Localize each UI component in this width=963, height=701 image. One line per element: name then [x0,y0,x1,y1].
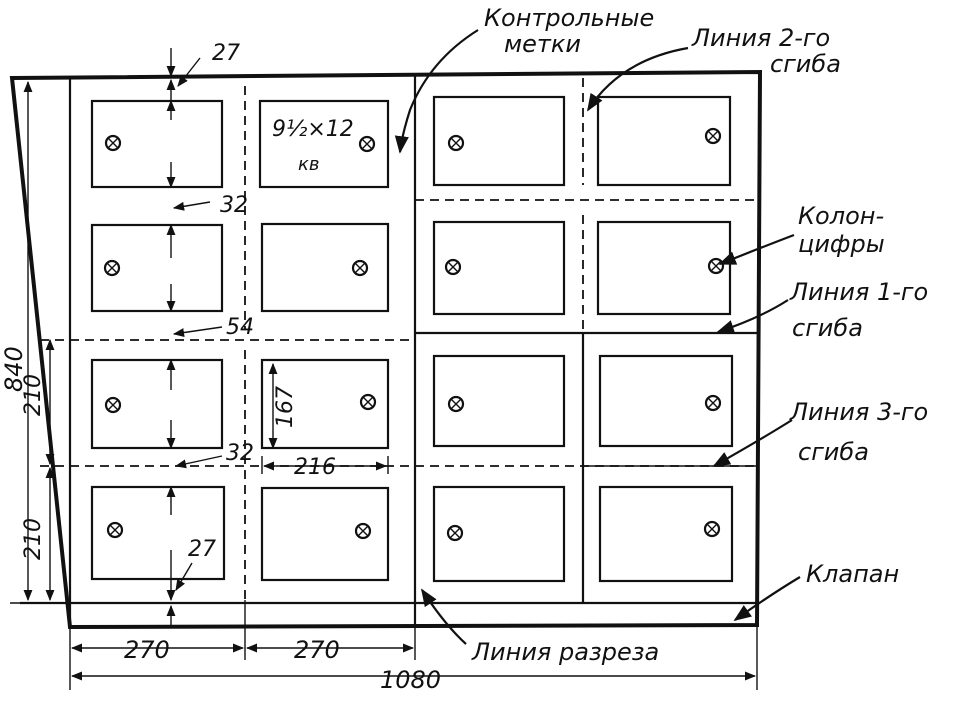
page-format-label-1: 9½×12 [272,117,354,142]
page [260,486,390,582]
left-dimension-chain [10,80,70,604]
folio-marker-icon [354,522,372,540]
dimension-values: 27 32 54 32 27 216 167 210 210 840 270 2… [0,41,441,694]
page-numbers-label-1: Колон- [798,202,884,230]
dim-sheet-height: 840 [0,346,28,392]
folio-marker-icon [447,134,465,152]
control-marks-label-2: метки [504,30,581,58]
fold1-label-1: Линия 1-го [789,278,928,306]
page [258,99,390,189]
folio-marker-icon [446,524,464,542]
bottom-dimension-chain [69,600,758,690]
fold2-label-1: Линия 2-го [691,24,830,52]
dim-sheet-width: 1080 [380,666,441,694]
folio-marker-icon [704,127,722,145]
fold3-label-1: Линия 3-го [789,398,928,426]
callout-labels: Контрольные метки Линия 2-го сгиба Колон… [272,4,928,666]
page [598,354,734,448]
dim-gap-row-3-4: 32 [226,441,254,466]
page [432,220,566,316]
dim-row-height-lower: 210 [21,518,46,560]
folio-marker-icon [104,134,122,152]
folio-marker-icon [359,393,377,411]
gap-dimension-arrows [166,48,223,625]
page [432,354,566,448]
folio-marker-icon [444,258,462,276]
cut-line-label: Линия разреза [471,638,659,666]
page [90,223,224,313]
page [432,95,566,187]
page-format-label-2: кв [298,154,319,175]
folio-marker-icon [351,259,369,277]
page [90,358,224,450]
folio-marker-icon [358,135,376,153]
fold3-label-2: сгиба [798,438,869,466]
page [596,95,732,187]
dim-column-width-2: 270 [294,636,340,664]
callout-leaders [394,29,801,645]
page-grid-left [90,99,390,582]
dim-gap-row-2-3: 54 [226,315,254,340]
dim-page-width: 216 [294,455,336,480]
folio-marker-icon [104,396,122,414]
page [260,222,390,313]
folio-marker-icon [703,520,721,538]
dim-page-height: 167 [273,386,298,428]
dim-margin-bottom: 27 [188,537,216,562]
dim-gap-row-1-2: 32 [220,193,248,218]
page-grid-right [432,95,734,583]
page-numbers-label-2: цифры [798,230,885,258]
fold-lines [40,78,757,603]
folio-marker-icon [447,395,465,413]
page [90,485,226,581]
page [432,485,566,583]
folio-markers [103,127,725,542]
page [90,99,224,189]
page-dimension-lines [261,362,389,474]
flap-label: Клапан [806,560,899,588]
dim-column-width-1: 270 [124,636,170,664]
page [598,485,734,583]
fold1-label-2: сгиба [792,314,863,342]
sheet-outline [9,69,763,630]
folio-marker-icon [103,259,121,277]
page [596,220,732,316]
page [260,358,390,450]
control-marks-label-1: Контрольные [484,4,654,32]
dim-margin-top: 27 [212,41,240,66]
folio-marker-icon [707,257,725,275]
folio-marker-icon [704,394,722,412]
folio-marker-icon [106,521,124,539]
fold2-label-2: сгиба [770,50,841,78]
dim-row-height-upper: 210 [21,374,46,416]
